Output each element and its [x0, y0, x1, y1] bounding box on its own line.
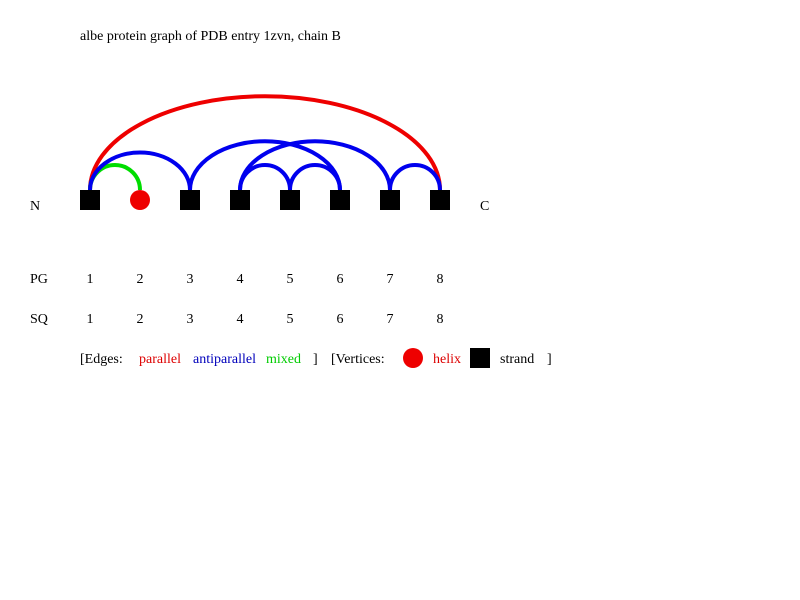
pg-number-3: 3 — [187, 272, 194, 287]
vertex-7-strand — [380, 190, 400, 210]
pg-number-6: 6 — [337, 272, 344, 287]
pg-number-1: 1 — [87, 272, 94, 287]
edge-antiparallel-7-8 — [388, 163, 442, 191]
edge-antiparallel-3-6 — [188, 139, 342, 191]
legend-edges-close: ] — [313, 352, 318, 367]
legend-antiparallel: antiparallel — [193, 352, 256, 367]
vertex-3-strand — [180, 190, 200, 210]
edge-antiparallel-4-5 — [238, 163, 292, 191]
vertex-5-strand — [280, 190, 300, 210]
legend-helix: helix — [433, 352, 461, 367]
vertex-8-strand — [430, 190, 450, 210]
legend-vertices-open: [Vertices: — [331, 352, 385, 367]
edge-parallel-1-8 — [88, 94, 442, 191]
c-terminus-label: C — [480, 199, 489, 214]
pg-number-4: 4 — [237, 272, 244, 287]
pg-numbers: 1 2 3 4 5 6 7 8 — [87, 272, 444, 287]
sq-number-4: 4 — [237, 312, 244, 327]
vertices-layer — [80, 190, 450, 210]
graph-title: albe protein graph of PDB entry 1zvn, ch… — [80, 29, 341, 44]
n-terminus-label: N — [30, 199, 40, 214]
pg-number-8: 8 — [437, 272, 444, 287]
legend-strand-square-icon — [470, 348, 490, 368]
vertex-4-strand — [230, 190, 250, 210]
pg-number-2: 2 — [137, 272, 144, 287]
edge-antiparallel-1-3 — [88, 150, 192, 191]
sq-row-label: SQ — [30, 312, 48, 327]
legend-parallel: parallel — [139, 352, 181, 367]
sq-number-2: 2 — [137, 312, 144, 327]
sq-number-7: 7 — [387, 312, 394, 327]
vertex-1-strand — [80, 190, 100, 210]
edge-antiparallel-4-7 — [238, 139, 392, 191]
legend-helix-circle-icon — [403, 348, 423, 368]
pg-row-label: PG — [30, 272, 48, 287]
vertex-6-strand — [330, 190, 350, 210]
edges-layer — [88, 94, 442, 191]
legend-mixed: mixed — [266, 352, 301, 367]
legend-vertices-close: ] — [547, 352, 552, 367]
vertex-2-helix — [130, 190, 150, 210]
legend: [Edges: parallel antiparallel mixed ] [V… — [80, 348, 552, 368]
sq-number-6: 6 — [337, 312, 344, 327]
sq-number-8: 8 — [437, 312, 444, 327]
pg-number-7: 7 — [387, 272, 394, 287]
sq-numbers: 1 2 3 4 5 6 7 8 — [87, 312, 444, 327]
sq-number-5: 5 — [287, 312, 294, 327]
edge-antiparallel-5-6 — [288, 163, 342, 191]
legend-edges-open: [Edges: — [80, 352, 123, 367]
sq-number-1: 1 — [87, 312, 94, 327]
legend-strand: strand — [500, 352, 534, 367]
pg-number-5: 5 — [287, 272, 294, 287]
sq-number-3: 3 — [187, 312, 194, 327]
